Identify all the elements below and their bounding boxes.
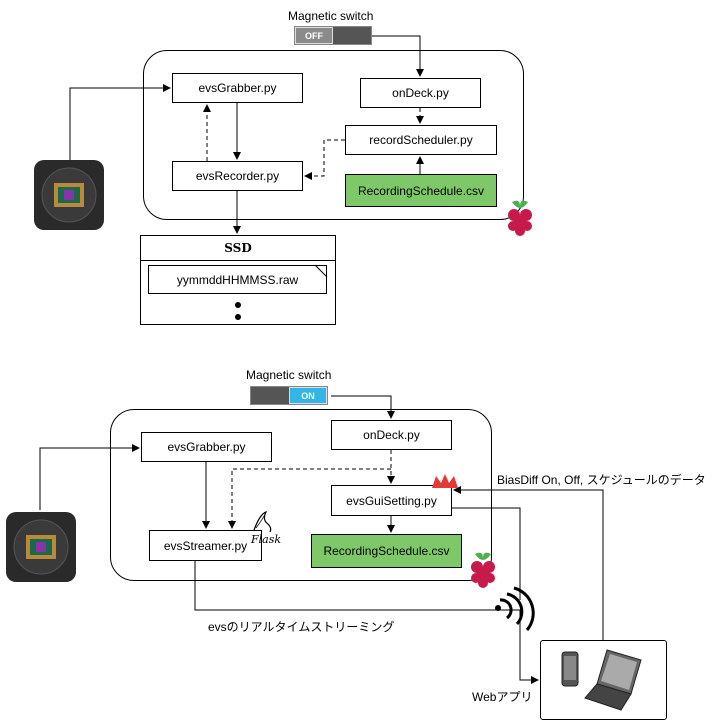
bias-diff-label: BiasDiff On, Off, スケジュールのデータ: [497, 473, 706, 487]
bottom-evsgrabber-box[interactable]: evsGrabber.py: [141, 432, 272, 462]
raspberry-pi-icon: [471, 552, 495, 588]
bottom-device-to-guisetting-arrow: [453, 486, 604, 640]
bottom-ondeck-box[interactable]: onDeck.py: [331, 420, 452, 450]
top-switch-track: [333, 27, 371, 44]
bottom-streamer-to-webapp-arrow: [194, 561, 539, 684]
bottom-switch-to-ondeck-arrow: [331, 395, 395, 419]
top-magnetic-switch[interactable]: OFF: [294, 26, 372, 45]
bottom-raspberry-container: [110, 409, 492, 581]
top-switch-to-ondeck-arrow: [372, 35, 424, 77]
ssd-file-corner: [314, 264, 328, 278]
ssd-title: SSD: [141, 236, 335, 261]
bottom-magnetic-switch[interactable]: ON: [250, 386, 328, 405]
bottom-recordingschedule-box[interactable]: RecordingSchedule.csv: [311, 534, 462, 568]
top-raspberry-container: [143, 50, 524, 220]
top-evsgrabber-box[interactable]: evsGrabber.py: [172, 73, 303, 103]
bottom-ondeck-to-streamer-dashed: [228, 468, 391, 529]
top-scheduler-to-recorder-dashed: [304, 139, 345, 180]
phone-icon: [561, 651, 579, 687]
flask-label: Flask: [251, 533, 282, 546]
bottom-guisetting-to-device-line: [452, 507, 521, 600]
bottom-switch-label: Magnetic switch: [246, 368, 332, 382]
flask-icon: [253, 510, 272, 533]
bottom-guisetting-box[interactable]: evsGuiSetting.py: [331, 485, 452, 516]
raspberry-pi-icon: [508, 200, 532, 236]
top-switch-state: OFF: [295, 27, 333, 44]
crown-icon: [432, 474, 458, 488]
laptop-icon: [584, 649, 642, 711]
camera-sensor-icon: [6, 512, 76, 582]
top-ondeck-box[interactable]: onDeck.py: [360, 78, 481, 108]
bottom-switch-track: [251, 387, 289, 404]
top-camera-to-grabber-arrow: [69, 84, 171, 160]
wifi-icon: [495, 586, 535, 631]
bottom-evsstreamer-box[interactable]: evsStreamer.py: [149, 530, 262, 561]
bottom-switch-state: ON: [289, 387, 327, 404]
top-recordscheduler-box[interactable]: recordScheduler.py: [345, 125, 497, 155]
web-app-label: Webアプリ: [472, 690, 533, 704]
streaming-label: evsのリアルタイムストリーミング: [208, 620, 395, 634]
camera-sensor-icon: [34, 160, 104, 230]
ssd-ellipsis-dot-2: [235, 314, 241, 320]
top-switch-label: Magnetic switch: [288, 9, 374, 23]
top-recordingschedule-box[interactable]: RecordingSchedule.csv: [345, 174, 497, 207]
top-evsrecorder-box[interactable]: evsRecorder.py: [172, 161, 303, 191]
ssd-ellipsis-dot-1: [235, 302, 241, 308]
bottom-camera-to-grabber-arrow: [39, 444, 140, 510]
ssd-file[interactable]: yymmddHHMMSS.raw: [148, 265, 327, 294]
